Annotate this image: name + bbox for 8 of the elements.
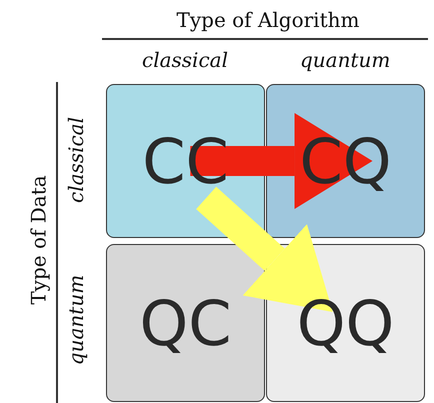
axis-label: classical xyxy=(142,48,228,72)
axis-label: quantum xyxy=(300,48,390,72)
axis-title: Type of Algorithm xyxy=(176,8,360,32)
axis-label: classical xyxy=(64,117,88,203)
axis-title: Type of Data xyxy=(26,175,50,305)
axis-label: quantum xyxy=(64,274,88,366)
quadrant-box: QC xyxy=(106,244,265,402)
arrow xyxy=(196,186,333,312)
